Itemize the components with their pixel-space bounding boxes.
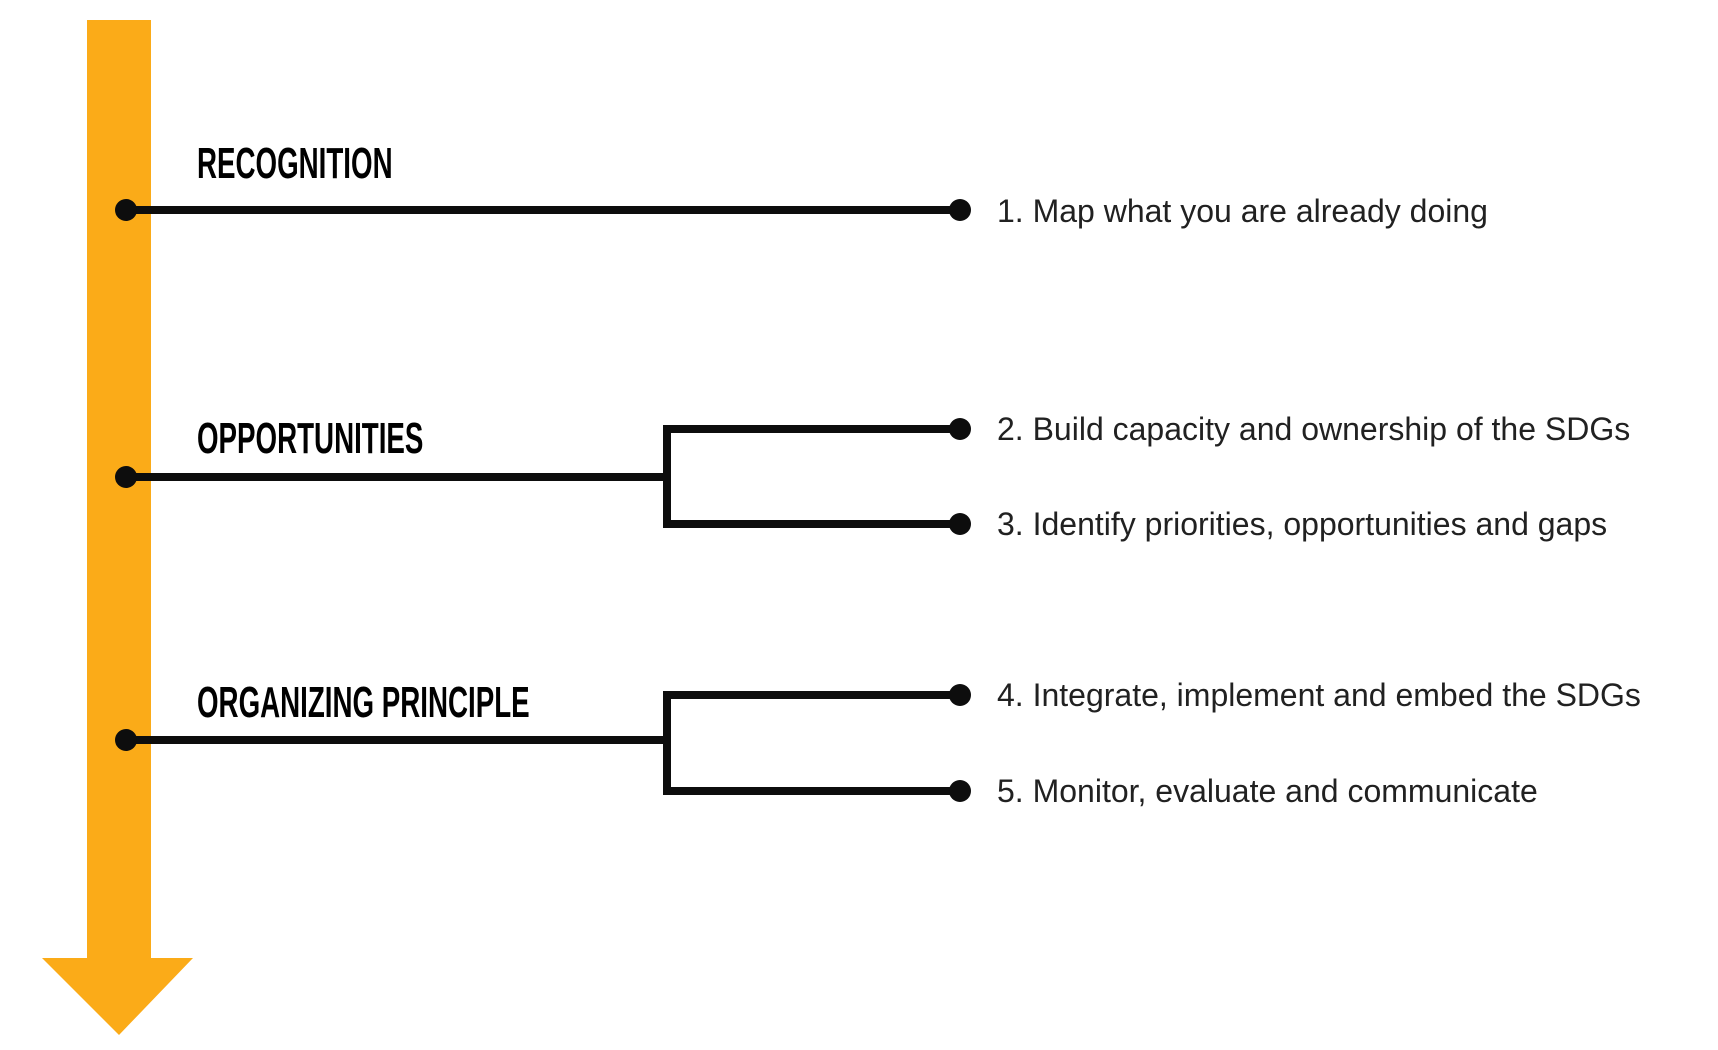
stage-label-recognition: RECOGNITION (197, 139, 393, 188)
connector-dot (949, 418, 971, 440)
connector-dot (949, 199, 971, 221)
connector-dot (949, 780, 971, 802)
step-4-integrate-implement-embed: 4. Integrate, implement and embed the SD… (997, 677, 1641, 713)
stage-2-connector (115, 418, 971, 535)
stage-label-opportunities: OPPORTUNITIES (197, 414, 424, 463)
fork-bracket (663, 691, 960, 795)
down-arrow-icon (42, 20, 193, 1035)
connector-dot (115, 729, 137, 751)
connector-dot (115, 199, 137, 221)
fork-bracket (663, 425, 960, 528)
step-1-map-what-you-are-doing: 1. Map what you are already doing (997, 193, 1488, 229)
stage-label-organizing-principle: ORGANIZING PRINCIPLE (197, 678, 530, 727)
stage-3-connector (115, 684, 971, 802)
step-5-monitor-evaluate-communicate: 5. Monitor, evaluate and communicate (997, 773, 1538, 809)
stage-1-connector (115, 199, 971, 221)
connector-dot (949, 684, 971, 706)
step-2-build-capacity: 2. Build capacity and ownership of the S… (997, 411, 1631, 447)
step-3-identify-priorities: 3. Identify priorities, opportunities an… (997, 506, 1608, 542)
connector-dot (949, 513, 971, 535)
connector-dot (115, 466, 137, 488)
